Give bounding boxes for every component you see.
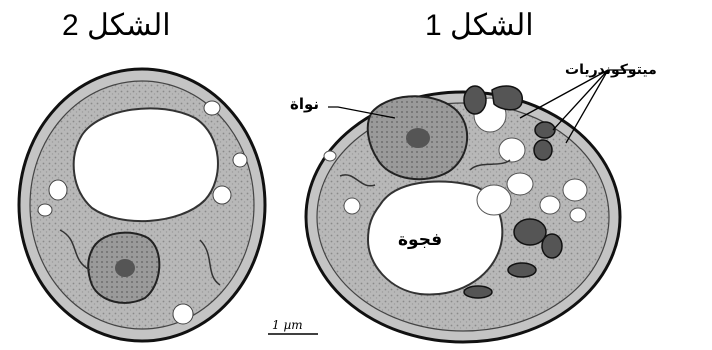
mitochondria-leader bbox=[553, 70, 608, 130]
vacuole-label: فجوة bbox=[398, 230, 442, 250]
small-vacuole bbox=[507, 173, 533, 195]
small-vacuole bbox=[477, 185, 511, 215]
small-vacuole bbox=[499, 138, 525, 162]
vacuole bbox=[74, 108, 218, 221]
mitochondrion bbox=[542, 234, 562, 258]
nucleolus bbox=[406, 128, 430, 148]
mitochondrion bbox=[534, 140, 552, 160]
scale-bar-label: 1 µm bbox=[272, 318, 303, 332]
mitochondrion bbox=[464, 86, 486, 114]
figure-2-title: الشكل 2 bbox=[62, 8, 171, 43]
small-vacuole bbox=[233, 153, 247, 167]
figure-1-title: الشكل 1 bbox=[425, 8, 534, 43]
cell-figure-2 bbox=[19, 69, 265, 341]
nucleolus bbox=[115, 259, 135, 277]
small-vacuole bbox=[204, 101, 220, 115]
mitochondrion bbox=[514, 219, 546, 245]
small-vacuole bbox=[213, 186, 231, 204]
mitochondria-label: ميتوكوندريات bbox=[565, 62, 657, 78]
mitochondrion bbox=[508, 263, 536, 277]
small-vacuole bbox=[38, 204, 52, 216]
mitochondrion bbox=[464, 286, 492, 298]
small-vacuole bbox=[344, 198, 360, 214]
small-vacuole bbox=[570, 208, 586, 222]
cell-figure-1 bbox=[306, 86, 620, 342]
nucleus-label: نواة bbox=[290, 95, 319, 113]
small-vacuole bbox=[173, 304, 193, 324]
mitochondrion bbox=[492, 86, 522, 110]
mitochondrion bbox=[535, 122, 555, 138]
small-vacuole bbox=[563, 179, 587, 201]
small-vacuole bbox=[324, 151, 336, 161]
small-vacuole bbox=[540, 196, 560, 214]
small-vacuole bbox=[49, 180, 67, 200]
